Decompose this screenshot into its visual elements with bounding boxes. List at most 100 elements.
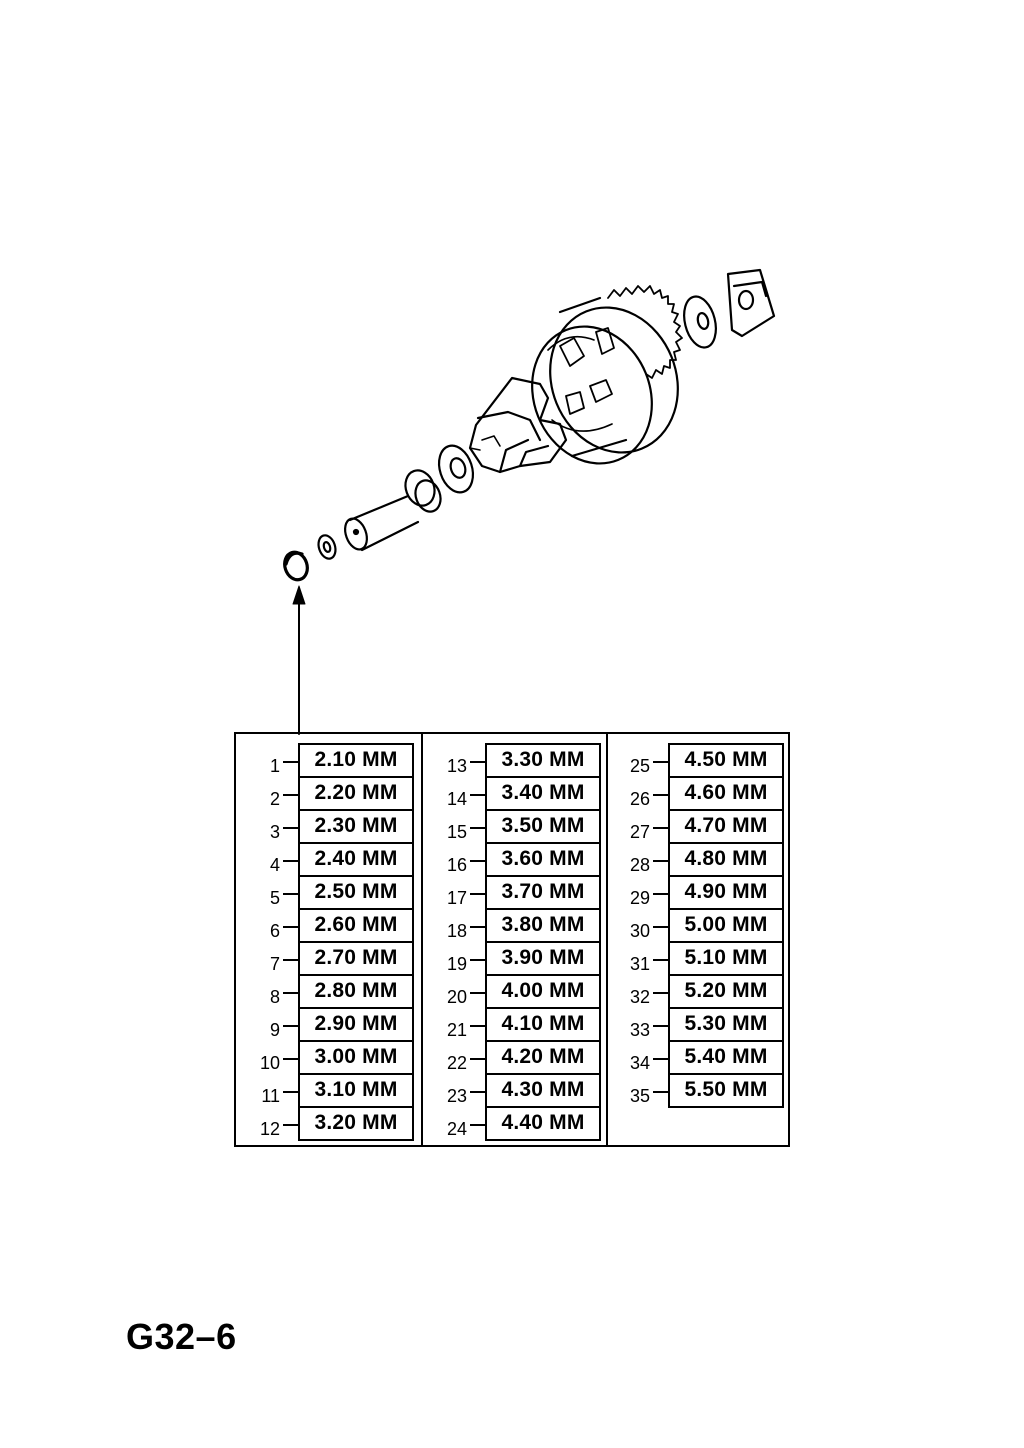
leader-line [653, 959, 670, 961]
item-number: 7 [269, 954, 280, 974]
thrust-washer [437, 444, 475, 494]
shim-size-cell: 2.40 MM [300, 844, 412, 877]
shim-size-cell: 2.50 MM [300, 877, 412, 910]
item-number: 18 [446, 921, 467, 941]
shim-size-cell: 2.80 MM [300, 976, 412, 1009]
leader-line [283, 761, 300, 763]
item-number: 13 [446, 756, 467, 776]
leader-line [283, 1091, 300, 1093]
item-number: 9 [269, 1020, 280, 1040]
size-row: 20 4.00 MM [447, 976, 599, 1009]
item-number: 12 [259, 1119, 280, 1139]
leader-line [470, 1025, 487, 1027]
shim-size-cell: 3.60 MM [487, 844, 599, 877]
shim-size-cell: 5.30 MM [670, 1009, 782, 1042]
item-number: 14 [446, 789, 467, 809]
shim-size-cell: 4.50 MM [670, 745, 782, 778]
size-row: 3 2.30 MM [270, 811, 412, 844]
item-number: 25 [629, 756, 650, 776]
shim-size-cell: 3.50 MM [487, 811, 599, 844]
shim-size-cell: 3.10 MM [300, 1075, 412, 1108]
size-row: 5 2.50 MM [270, 877, 412, 910]
item-number: 17 [446, 888, 467, 908]
size-row: 12 3.20 MM [260, 1108, 412, 1141]
item-number: 23 [446, 1086, 467, 1106]
shim-size-cell: 5.20 MM [670, 976, 782, 1009]
leader-line [653, 761, 670, 763]
shim-size-cell: 2.20 MM [300, 778, 412, 811]
item-number: 24 [446, 1119, 467, 1139]
size-row: 8 2.80 MM [270, 976, 412, 1009]
size-row: 2 2.20 MM [270, 778, 412, 811]
item-number: 30 [629, 921, 650, 941]
page-code: G32–6 [126, 1316, 237, 1357]
item-number: 11 [261, 1086, 280, 1106]
item-number: 28 [629, 855, 650, 875]
item-number: 29 [629, 888, 650, 908]
shim-size-cell: 3.90 MM [487, 943, 599, 976]
leader-line [470, 761, 487, 763]
leader-line [470, 827, 487, 829]
shim-size-cell: 4.90 MM [670, 877, 782, 910]
shim-size-cell: 3.40 MM [487, 778, 599, 811]
size-row: 10 3.00 MM [260, 1042, 412, 1075]
ring-gear [531, 285, 683, 465]
item-number: 8 [269, 987, 280, 1007]
leader-line [470, 1124, 487, 1126]
shim-size-cell: 4.00 MM [487, 976, 599, 1009]
shim-size-cell: 5.00 MM [670, 910, 782, 943]
leader-line [470, 959, 487, 961]
item-number: 20 [446, 987, 467, 1007]
size-row: 17 3.70 MM [447, 877, 599, 910]
item-number: 2 [269, 789, 280, 809]
leader-line [653, 794, 670, 796]
leader-line [470, 1058, 487, 1060]
leader-line [283, 1058, 300, 1060]
selective-shim [283, 550, 309, 582]
shim-size-cell: 3.70 MM [487, 877, 599, 910]
shim-size-cell: 3.00 MM [300, 1042, 412, 1075]
shim-size-cell: 5.40 MM [670, 1042, 782, 1075]
size-row: 29 4.90 MM [630, 877, 782, 910]
leader-line [653, 992, 670, 994]
leader-line [470, 893, 487, 895]
leader-line [653, 1025, 670, 1027]
shim-size-cell: 4.20 MM [487, 1042, 599, 1075]
item-number: 32 [629, 987, 650, 1007]
item-number: 10 [259, 1053, 280, 1073]
item-number: 26 [629, 789, 650, 809]
leader-line [283, 1124, 300, 1126]
leader-line [653, 893, 670, 895]
leader-line [283, 794, 300, 796]
leader-line [653, 860, 670, 862]
size-row: 24 4.40 MM [447, 1108, 599, 1141]
leader-line [470, 926, 487, 928]
shim-size-cell: 2.70 MM [300, 943, 412, 976]
item-number: 27 [629, 822, 650, 842]
shim-size-cell: 2.90 MM [300, 1009, 412, 1042]
leader-line [283, 893, 300, 895]
leader-line [653, 1058, 670, 1060]
shim-size-cell: 3.20 MM [300, 1108, 412, 1141]
shim-size-cell: 3.80 MM [487, 910, 599, 943]
shim-size-cell: 4.80 MM [670, 844, 782, 877]
leader-line [653, 827, 670, 829]
shim-size-cell: 4.40 MM [487, 1108, 599, 1141]
shim-size-cell: 5.50 MM [670, 1075, 782, 1108]
leader-line [283, 926, 300, 928]
item-number: 34 [629, 1053, 650, 1073]
item-number: 3 [269, 822, 280, 842]
leader-line [470, 992, 487, 994]
shim-size-cell: 2.30 MM [300, 811, 412, 844]
leader-line [470, 1091, 487, 1093]
size-row: 34 5.40 MM [630, 1042, 782, 1075]
small-washer [317, 534, 337, 560]
item-number: 5 [269, 888, 280, 908]
item-number: 16 [446, 855, 467, 875]
leader-line [283, 827, 300, 829]
